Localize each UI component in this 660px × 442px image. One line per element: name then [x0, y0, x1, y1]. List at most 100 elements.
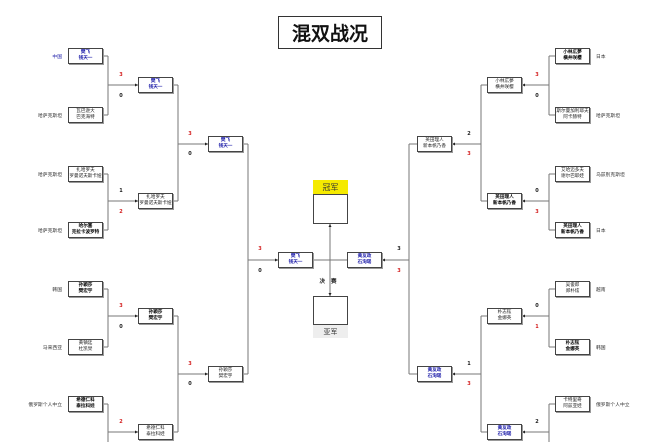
team-box[interactable]: 英田理人新本帆乃香 [555, 222, 590, 238]
team-box[interactable]: 希德仁科泰拉科娃 [68, 396, 103, 412]
team-box[interactable]: 黄友政石洵瑶 [417, 366, 452, 382]
player-name: 阿卡赫特 [563, 115, 582, 120]
score: 3 [535, 72, 539, 78]
player-name: 新本帆乃香 [423, 144, 446, 149]
score: 2 [467, 131, 471, 137]
score: 0 [119, 93, 123, 99]
player-name: 孙颖莎 [78, 283, 93, 289]
score: 0 [535, 188, 539, 194]
team-box[interactable]: 黄镇廷杜凯琹 [68, 339, 103, 355]
player-name: 金娜英 [565, 347, 580, 352]
score: 1 [535, 324, 539, 330]
player-name: 钱天一 [288, 260, 303, 265]
score: 1 [119, 188, 123, 194]
country-label: 日本 [596, 229, 606, 234]
team-box[interactable]: 英田理人新本帆乃香 [487, 193, 522, 209]
score: 3 [119, 303, 123, 309]
team-box[interactable]: 黄友政石洵瑶 [487, 424, 522, 440]
player-name: 斯尔曼加利耶夫 [556, 109, 589, 115]
player-name: 樊宏宇 [148, 316, 163, 321]
team-box[interactable]: 斯尔曼加利耶夫阿卡赫特 [555, 107, 590, 123]
score: 3 [467, 381, 471, 387]
score: 0 [119, 324, 123, 330]
player-name: 谢尔巴耶娃 [561, 174, 584, 179]
score: 3 [397, 268, 401, 274]
finalist-box[interactable]: 樊飞钱天一 [278, 252, 313, 268]
team-box[interactable]: 小林広夢横井咲樱 [555, 48, 590, 64]
score: 0 [188, 151, 192, 157]
team-box[interactable]: 朴志铉金娜英 [487, 308, 522, 324]
page-title: 混双战况 [278, 16, 382, 49]
score: 2 [535, 419, 539, 425]
arrow-icon [522, 83, 525, 87]
player-name: 卡特里奇 [563, 398, 582, 404]
player-name: 阿兹亚娃 [563, 404, 582, 409]
arrow-icon [135, 430, 138, 434]
country-label: 哈萨克斯坦 [38, 173, 62, 178]
arrow-icon [522, 430, 525, 434]
final-label: 决赛 [319, 279, 343, 285]
score: 2 [119, 419, 123, 425]
player-name: 石洵瑶 [497, 432, 512, 437]
arrow-icon [205, 372, 208, 376]
team-box[interactable]: 朴志铉金娜英 [555, 339, 590, 355]
player-name: 扎哈罗夫 [146, 195, 165, 201]
team-box[interactable]: 孙颖莎樊宏宇 [68, 281, 103, 297]
player-name: 朴志铉 [565, 341, 580, 347]
score: 0 [258, 268, 262, 274]
country-label: 日本 [596, 55, 606, 60]
team-box[interactable]: 英田理人新本帆乃香 [417, 136, 452, 152]
country-label: 马来西亚 [42, 346, 62, 351]
player-name: 巴克海特 [76, 115, 95, 120]
team-box[interactable]: 扎哈罗夫罗曼诺夫斯卡娅 [68, 166, 103, 182]
score: 1 [467, 361, 471, 367]
player-name: 钱天一 [78, 56, 93, 61]
team-box[interactable]: 孙颖莎樊宏宇 [208, 366, 243, 382]
country-label: 哈萨克斯坦 [38, 114, 62, 119]
score: 3 [467, 151, 471, 157]
player-name: 孙颖莎 [148, 310, 163, 316]
player-name: 杜凯琹 [78, 347, 93, 352]
finalist-box[interactable]: 黄友政石洵瑶 [347, 252, 382, 268]
player-name: 新本帆乃香 [493, 201, 516, 206]
team-box[interactable]: 扎哈罗夫罗曼诺夫斯卡娅 [138, 193, 173, 209]
player-name: 樊宏宇 [78, 289, 93, 294]
player-name: 黄友政 [427, 368, 442, 374]
country-label: 俄罗斯个人中立 [596, 403, 630, 408]
arrow-icon [135, 199, 138, 203]
player-name: 小林広夢 [495, 79, 514, 85]
player-name: 石洵瑶 [427, 374, 442, 379]
arrow-icon [135, 83, 138, 87]
player-name: 钱天一 [148, 85, 163, 90]
player-name: 哈尔塞 [78, 224, 93, 230]
team-box[interactable]: 小林広夢横井咲樱 [487, 77, 522, 93]
player-name: 樊飞 [150, 79, 161, 85]
team-box[interactable]: 艾哈迈多夫谢尔巴耶娃 [555, 166, 590, 182]
player-name: 罗曼诺夫斯卡娅 [139, 201, 172, 206]
score: 0 [535, 303, 539, 309]
team-box[interactable]: 樊飞钱天一 [208, 136, 243, 152]
team-box[interactable]: 樊飞钱天一 [138, 77, 173, 93]
team-box[interactable]: 樊飞钱天一 [68, 48, 103, 64]
player-name: 扎哈罗夫 [76, 168, 95, 174]
team-box[interactable]: 希德仁科泰拉科娃 [138, 424, 173, 440]
player-name: 希德仁科 [76, 398, 95, 404]
player-name: 横井咲樱 [495, 85, 514, 90]
player-name: 罗曼诺夫斯卡娅 [69, 174, 102, 179]
player-name: 新本帆乃香 [561, 230, 584, 235]
player-name: 樊飞 [290, 254, 301, 260]
runner-up-box [313, 296, 348, 325]
team-box[interactable]: 瓦巴逊大巴克海特 [68, 107, 103, 123]
team-box[interactable]: 吴俊郎郑朴炫 [555, 281, 590, 297]
player-name: 横井咲樱 [563, 56, 582, 61]
player-name: 黄友政 [497, 426, 512, 432]
team-box[interactable]: 孙颖莎樊宏宇 [138, 308, 173, 324]
team-box[interactable]: 卡特里奇阿兹亚娃 [555, 396, 590, 412]
player-name: 泰拉科娃 [146, 432, 165, 437]
team-box[interactable]: 哈尔塞克拉卡波罗特 [68, 222, 103, 238]
arrow-icon [452, 142, 455, 146]
country-label: 俄罗斯个人中立 [28, 403, 62, 408]
player-name: 郑朴炫 [565, 289, 580, 294]
arrow-icon [328, 224, 332, 227]
player-name: 石洵瑶 [357, 260, 372, 265]
